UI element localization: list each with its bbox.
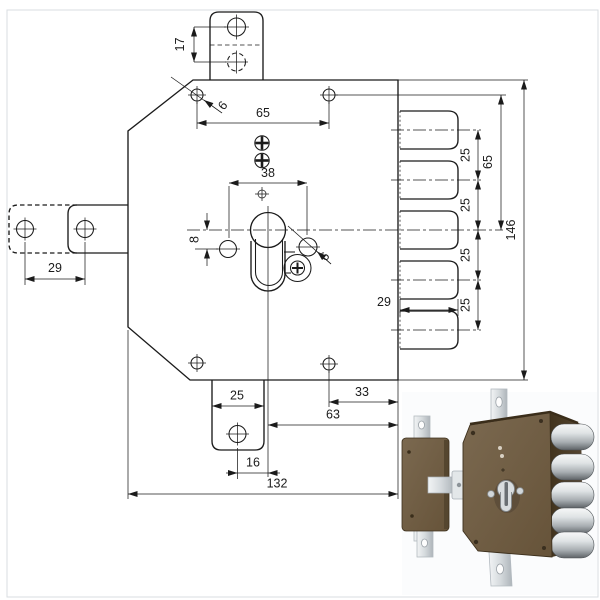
- dim-label-25-c: 25: [459, 248, 473, 262]
- photo-main-lock: [462, 388, 595, 587]
- dim-label-65-right: 65: [481, 155, 495, 169]
- photo-counter-box: [401, 415, 468, 558]
- dim-label-16: 16: [246, 456, 260, 470]
- dimension-63: 63: [268, 380, 399, 499]
- dimension-25-bottom: 25: [212, 389, 264, 409]
- dimension-33: 33: [328, 371, 398, 407]
- dimensions: 17 6 65 38 8 6: [24, 26, 528, 499]
- dimension-146: 146: [398, 79, 528, 381]
- deadbolt-2: [391, 160, 481, 200]
- bottom-mounting-tab: [211, 380, 265, 451]
- deadbolts: [391, 110, 481, 350]
- dim-label-25-d: 25: [459, 298, 473, 312]
- dim-label-8: 8: [188, 236, 202, 243]
- photo-keyhole: [487, 479, 524, 513]
- dim-label-38: 38: [261, 166, 275, 180]
- dimension-16: 16: [226, 448, 280, 479]
- dimension-65-right: 65: [335, 94, 506, 230]
- dim-label-25-b: 25: [459, 198, 473, 212]
- dimension-17: 17: [173, 26, 226, 63]
- dim-label-6-top: 6: [215, 98, 230, 112]
- deadbolt-5: [391, 310, 481, 350]
- dim-label-25-bottom: 25: [230, 389, 244, 403]
- dimension-132: 132: [127, 330, 398, 499]
- dim-label-132: 132: [267, 477, 288, 491]
- top-mounting-tab: [209, 11, 264, 80]
- dimension-65-top: 65: [196, 102, 330, 129]
- deadbolt-4: [391, 260, 481, 300]
- deadbolt-3: [399, 210, 459, 250]
- dimension-29-throw: 29: [377, 295, 459, 316]
- centerlines: [187, 206, 503, 477]
- dim-label-63: 63: [326, 408, 340, 422]
- dimension-25-chain: 25 25 25 25: [459, 130, 481, 330]
- dim-label-17: 17: [173, 38, 187, 52]
- dim-label-25-a: 25: [459, 148, 473, 162]
- dim-label-33: 33: [355, 385, 369, 399]
- dim-label-6-mid: 6: [317, 249, 332, 263]
- dim-label-65-top: 65: [256, 106, 270, 120]
- corner-screw-holes: [188, 86, 338, 373]
- dimension-6-mid: 6: [287, 225, 333, 265]
- left-mounting-tab: [8, 204, 128, 254]
- photo-deadbolts: [550, 423, 595, 559]
- dim-label-146: 146: [504, 220, 518, 241]
- dimension-29-left: 29: [24, 242, 86, 285]
- dimension-38: 38: [228, 166, 308, 238]
- dimension-8: 8: [188, 213, 218, 266]
- dim-label-29-throw: 29: [377, 295, 391, 309]
- fixing-screws: [254, 135, 270, 201]
- dim-label-29-left: 29: [48, 261, 62, 275]
- euro-cylinder-keyhole: [216, 211, 320, 292]
- product-photo: [401, 388, 597, 595]
- page-border: [6, 9, 599, 598]
- deadbolt-1: [391, 110, 481, 150]
